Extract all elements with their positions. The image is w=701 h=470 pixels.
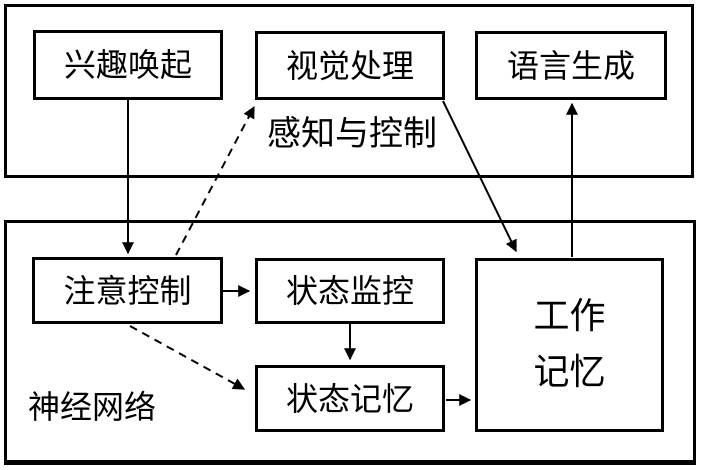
group-label-neural-network: 神经网络 (28, 389, 157, 425)
node-language-generation-label: 语言生成 (506, 47, 635, 84)
node-visual-processing-label: 视觉处理 (285, 47, 414, 84)
node-interest-arousal: 兴趣唤起 (33, 30, 223, 100)
node-state-monitoring-label: 状态监控 (285, 273, 414, 309)
node-language-generation: 语言生成 (475, 31, 667, 100)
node-working-memory: 工作 记忆 (475, 258, 664, 432)
node-state-monitoring: 状态监控 (255, 258, 445, 324)
node-visual-processing: 视觉处理 (255, 31, 445, 100)
node-working-memory-label: 工作 记忆 (533, 296, 606, 392)
group-label-perception-control: 感知与控制 (267, 116, 437, 153)
node-state-memory-label: 状态记忆 (285, 380, 414, 417)
node-state-memory: 状态记忆 (255, 365, 445, 432)
node-attention-control-label: 注意控制 (63, 272, 192, 309)
node-attention-control: 注意控制 (32, 257, 223, 324)
node-interest-arousal-label: 兴趣唤起 (63, 47, 192, 83)
